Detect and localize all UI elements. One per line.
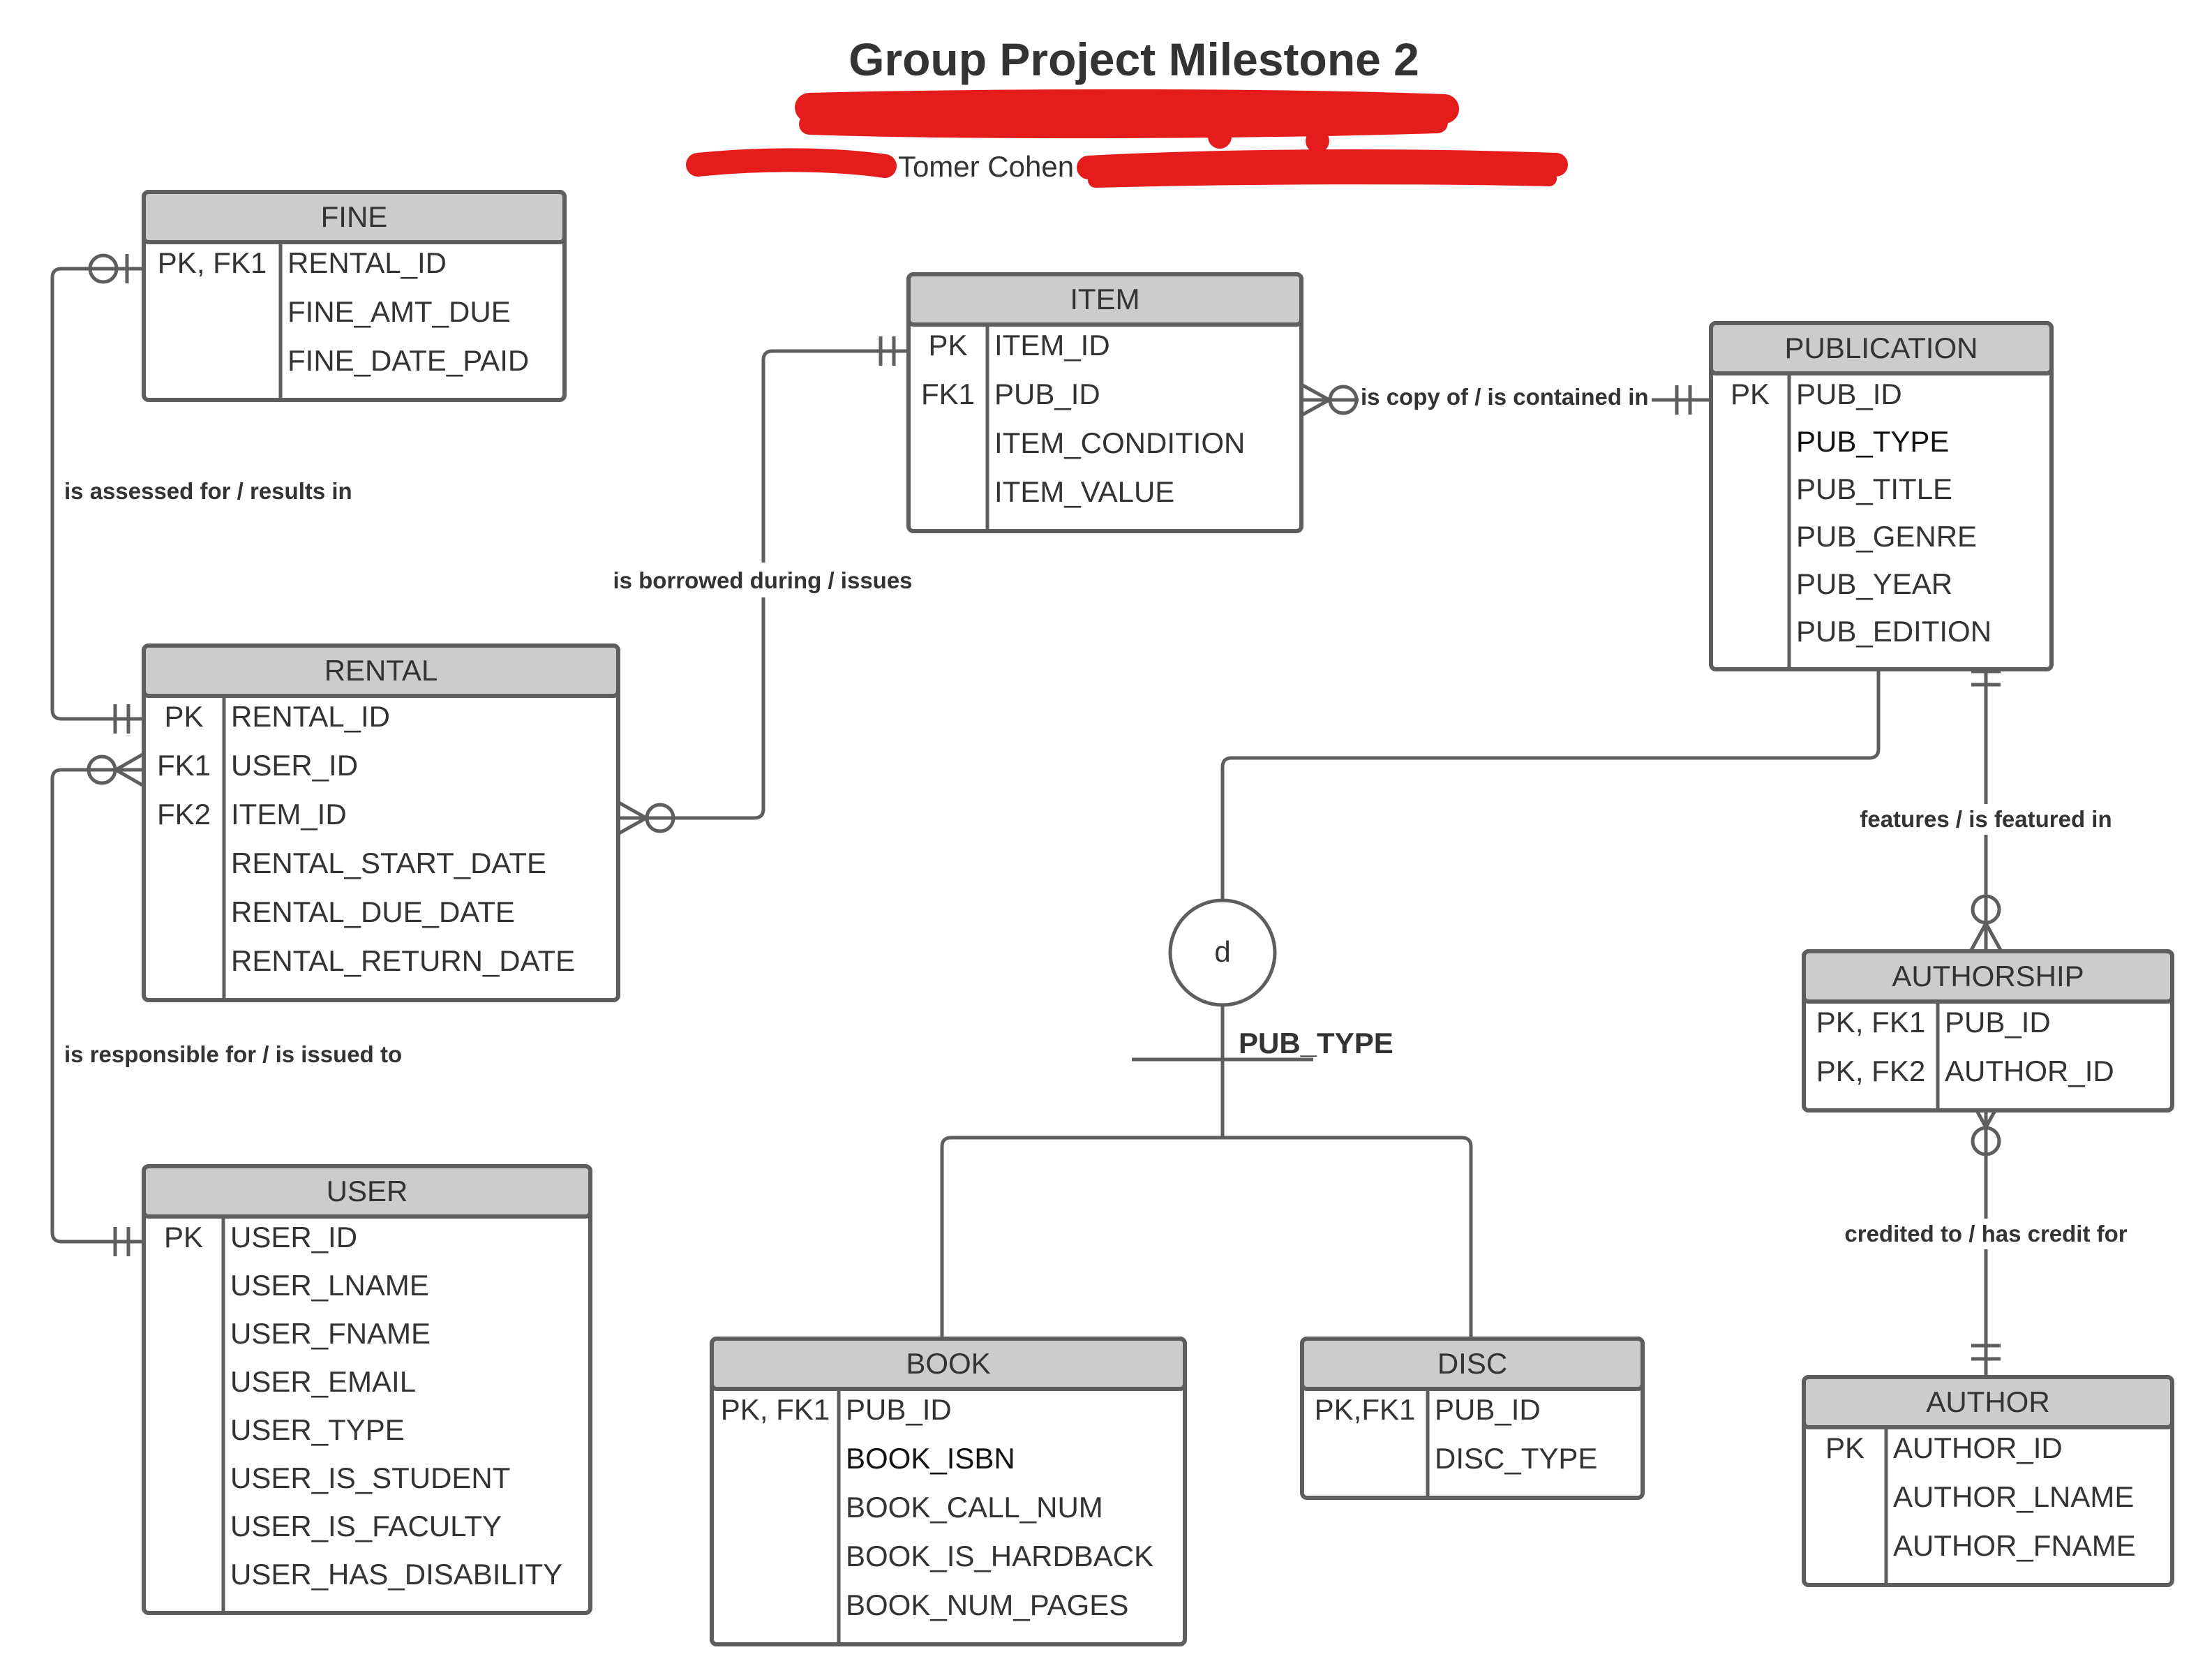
attribute-name: USER_TYPE (230, 1413, 405, 1446)
attribute-name: PUB_EDITION (1796, 615, 1991, 648)
attribute-name: FINE_DATE_PAID (287, 344, 529, 377)
attribute-name: ITEM_ID (994, 329, 1110, 362)
entity-book: BOOK PK, FK1 PUB_ID BOOK_ISBN BOOK_CALL_NUM B… (710, 1337, 1187, 1646)
attribute-name: AUTHOR_ID (1893, 1431, 2063, 1464)
attribute-name: RENTAL_RETURN_DATE (231, 944, 575, 977)
rel-label-item-publication: is copy of / is contained in (1361, 384, 1649, 410)
attribute-name: USER_IS_STUDENT (230, 1461, 510, 1494)
attribute-name: PUB_ID (1796, 378, 1902, 410)
entity-header (710, 1337, 1187, 1391)
rel-label-fine-rental: is assessed for / results in (64, 478, 352, 504)
attribute-key: PK, FK1 (158, 246, 267, 279)
attribute-name: PUB_GENRE (1796, 520, 1977, 553)
entity-header (1802, 1375, 2174, 1429)
attribute-key: PK (928, 329, 967, 362)
attribute-name: USER_HAS_DISABILITY (230, 1558, 562, 1591)
attribute-key: PK (164, 1221, 203, 1253)
attribute-name: PUB_ID (1945, 1006, 2051, 1039)
rel-item-publication: is copy of / is contained in (1300, 382, 1711, 417)
entity-name: DISC (1437, 1347, 1507, 1380)
attribute-key: PK (1731, 378, 1770, 410)
attribute-name: FINE_AMT_DUE (287, 295, 511, 328)
attribute-name: DISC_TYPE (1435, 1442, 1597, 1475)
entity-publication: PUBLICATION PK PUB_ID PUB_TYPE PUB_TITLE PUB_… (1709, 321, 2054, 671)
entity-header (142, 643, 620, 698)
rel-label-publication-authorship: features / is featured in (1860, 806, 2112, 832)
entity-name: ITEM (1070, 283, 1139, 315)
attribute-key: FK2 (157, 798, 211, 831)
entity-fine: FINE PK, FK1 RENTAL_ID FINE_AMT_DUE FINE_DAT… (142, 190, 567, 402)
entity-header (1802, 949, 2174, 1004)
entity-item: ITEM PK ITEM_ID FK1 PUB_ID ITEM_CONDITION ITEM… (906, 272, 1303, 533)
attribute-name: RENTAL_DUE_DATE (231, 895, 515, 928)
entity-header (1709, 321, 2054, 375)
entity-name: BOOK (906, 1347, 990, 1380)
entity-name: USER (327, 1175, 408, 1207)
attribute-name: USER_FNAME (230, 1317, 431, 1350)
entity-name: FINE (321, 200, 388, 233)
entity-header (906, 272, 1303, 327)
attribute-key: PK, FK1 (1816, 1006, 1925, 1039)
attribute-name: USER_LNAME (230, 1269, 429, 1302)
attribute-key: PK, FK1 (721, 1393, 830, 1426)
entity-header (142, 1164, 592, 1219)
entity-name: AUTHORSHIP (1892, 960, 2084, 992)
attribute-name: BOOK_NUM_PAGES (846, 1589, 1128, 1621)
attribute-name: AUTHOR_ID (1945, 1055, 2114, 1087)
rel-rental-item: is borrowed during / issues (606, 336, 920, 835)
attribute-name: RENTAL_ID (231, 700, 390, 733)
diagram-title: Group Project Milestone 2 (849, 34, 1419, 85)
attribute-name: ITEM_VALUE (994, 475, 1174, 508)
attribute-name: ITEM_CONDITION (994, 426, 1245, 459)
attribute-key: PK,FK1 (1315, 1393, 1416, 1426)
attribute-name: RENTAL_START_DATE (231, 847, 546, 879)
attribute-key: PK, FK2 (1816, 1055, 1925, 1087)
attribute-key: PK (164, 700, 203, 733)
attribute-name: USER_IS_FACULTY (230, 1510, 502, 1542)
author-names: Tomer Cohen (898, 150, 1074, 183)
attribute-name: PUB_TYPE (1796, 425, 1949, 458)
entity-name: RENTAL (324, 654, 438, 687)
subtype-discriminator: PUB_TYPE (1239, 1027, 1393, 1059)
redaction-marks (686, 89, 1568, 188)
entity-rental: RENTAL PK RENTAL_ID FK1 USER_ID FK2 ITEM_ID REN… (142, 643, 620, 1002)
attribute-name: RENTAL_ID (287, 246, 447, 279)
attribute-name: BOOK_ISBN (846, 1442, 1015, 1475)
rel-label-rental-user: is responsible for / is issued to (64, 1041, 402, 1067)
rel-authorship-author: credited to / has credit for (1832, 1098, 2139, 1375)
entity-author: AUTHOR PK AUTHOR_ID AUTHOR_LNAME AUTHOR_FNAM… (1802, 1375, 2174, 1587)
attribute-name: USER_ID (231, 749, 358, 782)
attribute-name: PUB_ID (1435, 1393, 1541, 1426)
entity-name: AUTHOR (1926, 1385, 2049, 1418)
attribute-name: PUB_ID (846, 1393, 952, 1426)
attribute-name: PUB_TITLE (1796, 473, 1952, 505)
entity-name: PUBLICATION (1785, 332, 1978, 364)
entity-disc: DISC PK,FK1 PUB_ID DISC_TYPE (1300, 1337, 1645, 1500)
attribute-name: PUB_YEAR (1796, 567, 1952, 600)
rel-rental-user: is responsible for / is issued to (50, 752, 402, 1256)
attribute-key: PK (1825, 1431, 1864, 1464)
rel-publication-authorship: features / is featured in (1853, 660, 2118, 953)
subtype-hierarchy: d PUB_TYPE (940, 660, 1881, 1340)
attribute-name: BOOK_CALL_NUM (846, 1491, 1103, 1524)
attribute-name: USER_EMAIL (230, 1365, 416, 1398)
attribute-name: AUTHOR_FNAME (1893, 1529, 2136, 1562)
entity-header (1300, 1337, 1645, 1391)
rel-label-rental-item: is borrowed during / issues (613, 567, 912, 593)
entity-user: USER PK USER_ID USER_LNAME USER_FNAME USER_EM… (142, 1164, 592, 1615)
disjoint-letter: d (1214, 935, 1230, 968)
rel-fine-rental: is assessed for / results in (50, 253, 352, 734)
entity-header (142, 190, 567, 244)
attribute-key: FK1 (921, 378, 975, 410)
attribute-name: BOOK_IS_HARDBACK (846, 1540, 1153, 1572)
attribute-name: ITEM_ID (231, 798, 347, 831)
attribute-name: PUB_ID (994, 378, 1100, 410)
rel-label-authorship-author: credited to / has credit for (1844, 1221, 2127, 1247)
attribute-name: AUTHOR_LNAME (1893, 1480, 2134, 1513)
entity-authorship: AUTHORSHIP PK, FK1 PUB_ID PK, FK2 AUTHOR_ID (1802, 949, 2174, 1113)
attribute-key: FK1 (157, 749, 211, 782)
attribute-name: USER_ID (230, 1221, 357, 1253)
